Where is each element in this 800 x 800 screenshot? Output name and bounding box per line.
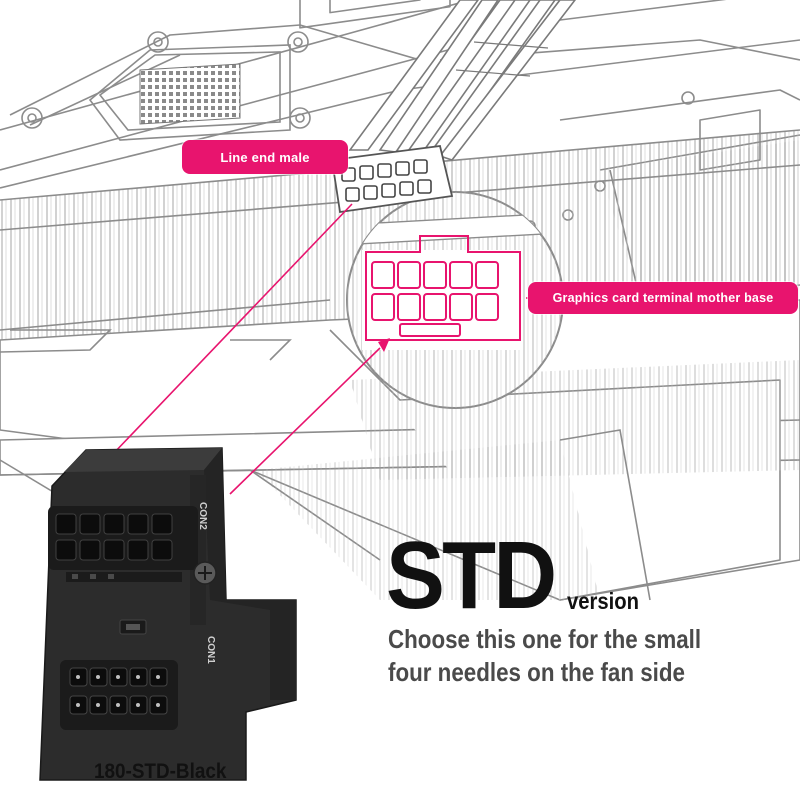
adapter-illustration: CON2 CON1 (39, 447, 297, 781)
line-end-male-callout: Line end male (182, 140, 348, 174)
terminal-base-callout: Graphics card terminal mother base (528, 282, 798, 314)
screw-icon (193, 561, 217, 585)
version-heading: STD (386, 522, 557, 629)
con2-label: CON2 (197, 502, 208, 530)
model-name: 180-STD-Black (94, 760, 227, 783)
version-suffix: version (567, 588, 640, 614)
description-line-1: Choose this one for the small (388, 624, 702, 654)
con1-label: CON1 (205, 636, 216, 664)
cable-connector-illustration (330, 0, 577, 214)
description-line-2: four needles on the fan side (388, 657, 685, 687)
